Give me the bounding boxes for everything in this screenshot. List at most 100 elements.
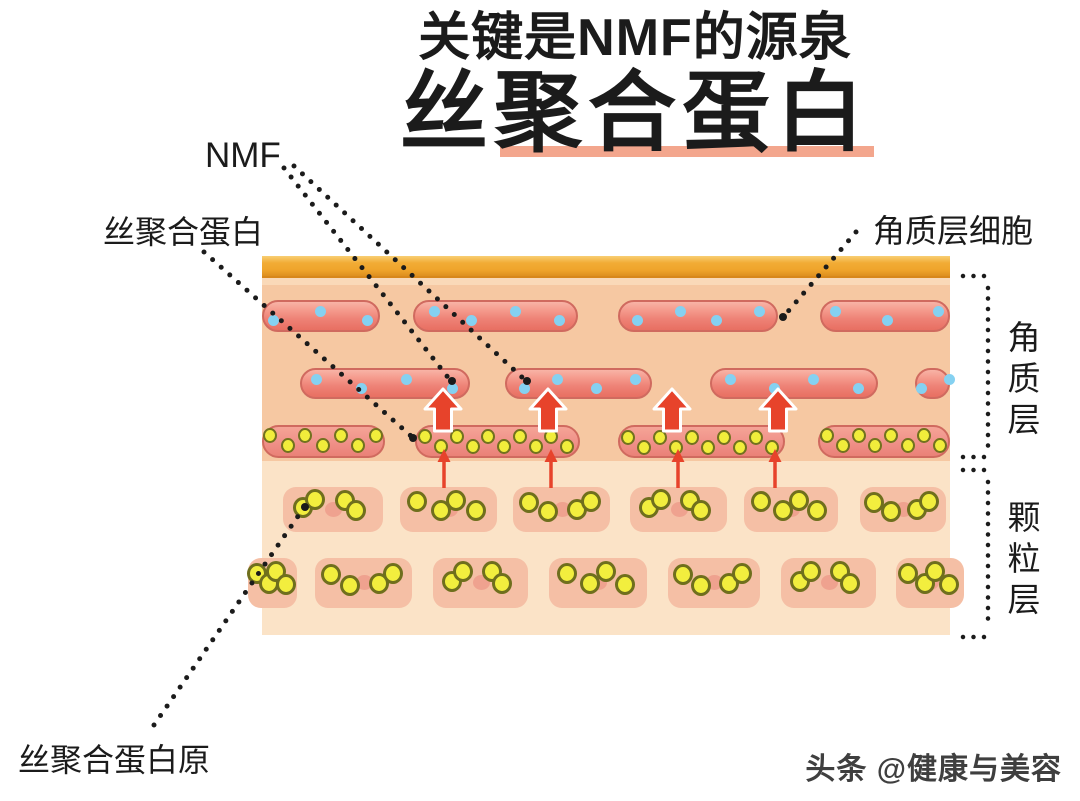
granular-layer-label: 颗粒层	[1003, 500, 1040, 623]
filaggrin-granule-dot	[852, 428, 867, 443]
nmf-molecule-dot	[428, 306, 440, 317]
nmf-molecule-dot	[314, 306, 326, 317]
granular-layer-cell	[549, 558, 647, 608]
nmf-molecule-dot	[852, 383, 864, 394]
profilaggrin-granule	[580, 573, 601, 595]
watermark-text: 头条 @健康与美容	[805, 753, 1062, 786]
filaggrin-granule-dot	[916, 428, 931, 443]
profilaggrin-granule	[807, 500, 828, 522]
profilaggrin-granule	[880, 501, 901, 523]
filaggrin-granule-dot	[900, 438, 915, 453]
filaggrin-granule-dot	[637, 440, 652, 455]
profilaggrin-granule	[556, 563, 577, 585]
filaggrin-flow-up-arrow-icon	[437, 449, 451, 488]
profilaggrin-granule	[537, 501, 558, 523]
nmf-molecule-dot	[674, 306, 686, 317]
profilaggrin-granule	[595, 561, 616, 583]
profilaggrin-granule	[840, 573, 861, 595]
nmf-molecule-dot	[630, 374, 642, 385]
filaggrin-granule-dot	[465, 439, 480, 454]
filaggrin-granule-dot	[884, 428, 899, 443]
filaggrin-granule-dot	[280, 438, 295, 453]
nmf-release-up-arrow-icon	[652, 387, 692, 433]
granular-layer-cell	[668, 558, 760, 608]
granule-filled-corneocyte-cell	[262, 425, 385, 458]
profilaggrin-granule	[863, 491, 884, 513]
nmf-molecule-dot	[591, 383, 603, 394]
filaggrin-granule-dot	[819, 428, 834, 443]
profilaggrin-granule	[580, 491, 601, 513]
profilaggrin-granule	[305, 489, 325, 511]
filaggrin-granule-dot	[497, 439, 512, 454]
nmf-label: NMF	[205, 136, 281, 175]
nmf-molecule-dot	[356, 383, 368, 394]
page-subtitle: 丝聚合蛋白	[399, 63, 870, 163]
profilaggrin-granule	[320, 563, 341, 585]
filaggrin-flow-up-arrow-icon	[768, 449, 782, 488]
nmf-molecule-dot	[632, 315, 643, 326]
profilaggrin-granule	[492, 573, 513, 595]
filaggrin-granule-dot	[733, 440, 748, 455]
profilaggrin-granule	[750, 491, 771, 513]
filaggrin-flow-up-arrow-icon	[671, 449, 685, 488]
corneocyte-cell	[820, 300, 950, 332]
subtitle-highlight-underline	[500, 146, 874, 157]
granular-layer-cell	[896, 558, 964, 608]
title-block: 关键是NMF的源泉 丝聚合蛋白	[190, 9, 1080, 163]
nmf-molecule-dot	[753, 306, 765, 317]
profilaggrin-granule	[382, 563, 403, 585]
filaggrin-label: 丝聚合蛋白	[103, 214, 264, 250]
granular-layer-cell	[315, 558, 412, 608]
filaggrin-granule-dot	[512, 429, 527, 444]
corneocyte-cell	[618, 300, 778, 332]
profilaggrin-granule	[788, 489, 809, 511]
filaggrin-granule-dot	[621, 430, 636, 445]
nmf-molecule-dot	[881, 315, 893, 326]
nmf-molecule-dot	[769, 383, 781, 394]
nmf-molecule-dot	[830, 306, 841, 317]
corneocyte-cell	[413, 300, 578, 332]
nmf-molecule-dot	[554, 315, 566, 326]
profilaggrin-granule	[430, 499, 451, 521]
profilaggrin-granule	[731, 563, 752, 585]
profilaggrin-granule	[898, 563, 919, 585]
profilaggrin-label: 丝聚合蛋白原	[18, 742, 211, 778]
nmf-molecule-dot	[466, 315, 478, 326]
corneocyte-cell	[710, 368, 878, 399]
nmf-molecule-dot	[915, 383, 927, 394]
profilaggrin-granule	[773, 499, 794, 521]
nmf-release-up-arrow-icon	[423, 387, 463, 433]
filaggrin-granule-dot	[528, 439, 543, 454]
granular-layer-cell	[513, 487, 610, 532]
stratum-corneum-layer-label: 角质层	[1003, 320, 1040, 443]
profilaggrin-granule	[651, 489, 672, 511]
nmf-molecule-dot	[724, 374, 736, 385]
profilaggrin-granule	[346, 499, 366, 521]
filaggrin-granule-dot	[701, 440, 716, 455]
filaggrin-granule-dot	[481, 429, 496, 444]
corneocyte-label: 角质层细胞	[873, 213, 1034, 249]
profilaggrin-granule	[690, 499, 711, 521]
nmf-molecule-dot	[311, 374, 322, 385]
nmf-molecule-dot	[711, 315, 723, 326]
nmf-molecule-dot	[401, 374, 413, 385]
granular-layer-cell	[246, 558, 297, 608]
nmf-molecule-dot	[446, 383, 458, 394]
filaggrin-granule-dot	[749, 430, 763, 445]
filaggrin-granule-dot	[418, 429, 433, 444]
nmf-release-up-arrow-icon	[758, 387, 798, 433]
profilaggrin-granule	[918, 491, 939, 513]
nmf-molecule-dot	[518, 383, 530, 394]
granule-filled-corneocyte-cell	[618, 425, 785, 458]
nmf-molecule-dot	[943, 374, 955, 385]
nmf-molecule-dot	[808, 374, 820, 385]
nmf-molecule-dot	[267, 315, 279, 326]
filaggrin-granule-dot	[333, 428, 348, 443]
profilaggrin-granule	[518, 491, 539, 513]
granular-layer-cell	[860, 487, 946, 532]
filaggrin-granule-dot	[835, 438, 850, 453]
filaggrin-granule-dot	[263, 428, 278, 443]
nmf-molecule-dot	[510, 306, 522, 317]
nmf-release-up-arrow-icon	[528, 387, 568, 433]
granule-filled-corneocyte-cell	[818, 425, 950, 458]
